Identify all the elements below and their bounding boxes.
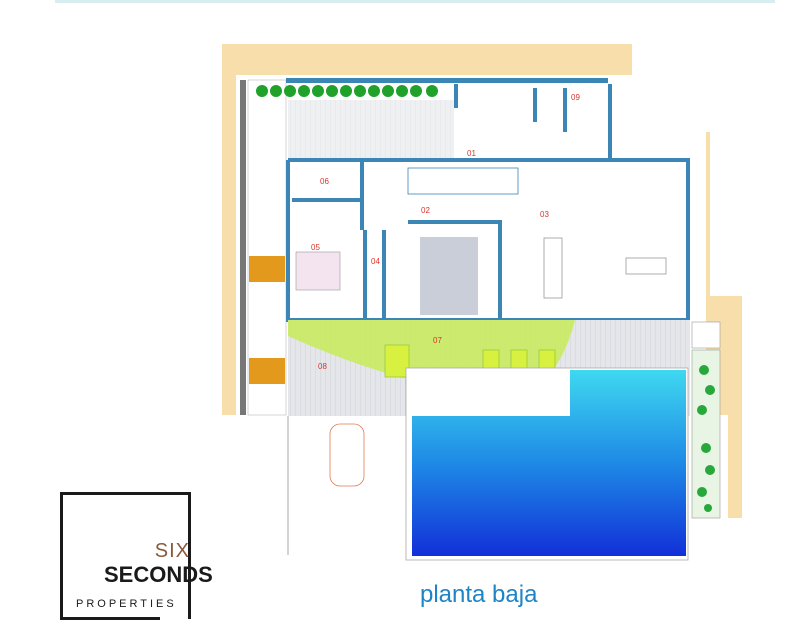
room-label-01: 01: [467, 149, 476, 158]
room-label-03: 03: [540, 210, 549, 219]
car: [329, 423, 365, 487]
room-label-08: 08: [318, 362, 327, 371]
room-label-09: 09: [571, 93, 580, 102]
pool: [412, 370, 686, 556]
logo-properties: PROPERTIES: [76, 598, 177, 610]
room-label-04: 04: [371, 257, 380, 266]
house: [286, 84, 690, 322]
company-logo: SIX SECONDS PROPERTIES: [60, 492, 213, 620]
room-label-02: 02: [421, 206, 430, 215]
plan-caption: planta baja: [420, 581, 538, 608]
room-label-07: 07: [433, 336, 442, 345]
logo-seconds: SECONDS: [104, 562, 213, 587]
logo-six: SIX: [154, 540, 190, 562]
side-path: [247, 79, 287, 416]
hedge-trees: [256, 85, 438, 97]
room-label-05: 05: [311, 243, 320, 252]
room-label-06: 06: [320, 177, 329, 186]
top-rule: [55, 0, 775, 3]
